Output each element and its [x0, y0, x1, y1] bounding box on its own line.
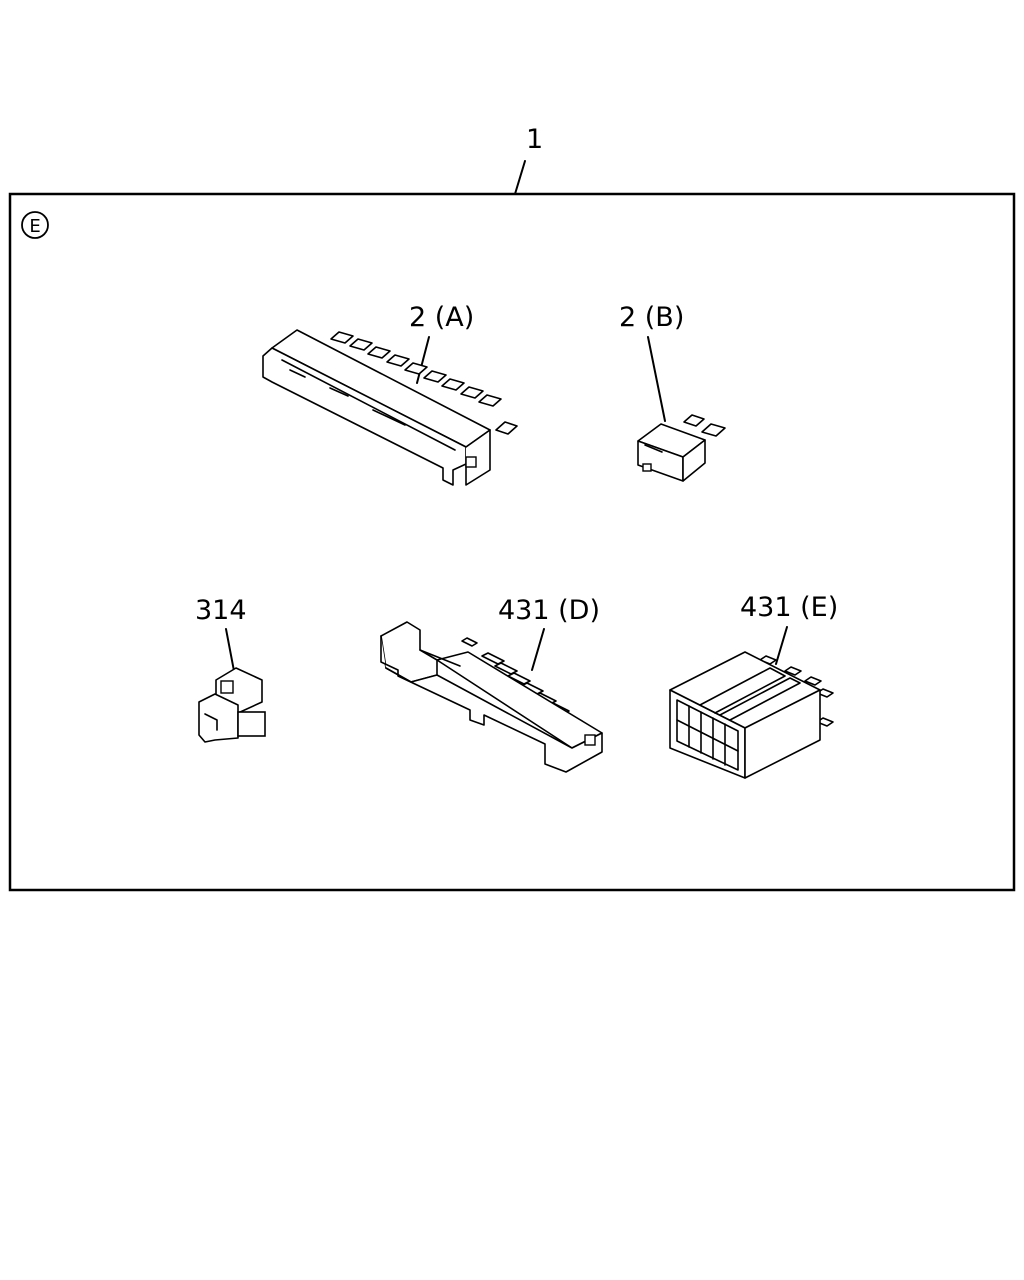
- part-2b-label: 2 (B): [619, 302, 684, 333]
- part-431d-front-face: [380, 635, 603, 773]
- part-431e: 431 (E): [669, 592, 838, 779]
- part-314: 314: [195, 595, 266, 743]
- part-314-label: 314: [195, 595, 247, 626]
- part-2a-end-face: [465, 429, 491, 486]
- part-431e-drawing: [669, 651, 834, 779]
- part-2a-leader-line: [416, 336, 430, 384]
- part-314-drawing: [198, 667, 266, 743]
- region-code-marker: E: [21, 211, 49, 239]
- part-2a-terminals: [330, 331, 518, 435]
- part-431d-drawing: [380, 621, 603, 773]
- part-2a: 2 (A): [262, 302, 518, 486]
- region-code-circle: [21, 211, 49, 239]
- part-2b: 2 (B): [619, 302, 726, 482]
- assembly-leader-line: [514, 160, 526, 195]
- part-314-lower-body: [198, 693, 239, 743]
- part-431e-right-face: [744, 689, 821, 779]
- part-431d-leader-line: [531, 628, 545, 671]
- region-code-letter: E: [29, 216, 40, 237]
- assembly-label: 1: [526, 124, 543, 155]
- part-431e-leader-line: [775, 626, 788, 665]
- part-431e-label: 431 (E): [740, 592, 838, 623]
- part-2b-drawing: [637, 414, 726, 482]
- part-431d: 431 (D): [380, 595, 603, 773]
- part-431d-raised-block: [380, 621, 438, 683]
- part-2a-drawing: [262, 329, 518, 486]
- part-431d-label: 431 (D): [498, 595, 600, 626]
- part-314-leader-line: [225, 628, 235, 672]
- part-314-side-tab: [237, 711, 266, 737]
- assembly-callout: 1: [514, 124, 543, 195]
- part-2b-leader-line: [647, 336, 666, 422]
- part-2a-label: 2 (A): [409, 302, 474, 333]
- assembly-frame: [8, 192, 1016, 892]
- part-2b-side-face: [682, 439, 706, 482]
- part-431e-cavities: [676, 699, 739, 771]
